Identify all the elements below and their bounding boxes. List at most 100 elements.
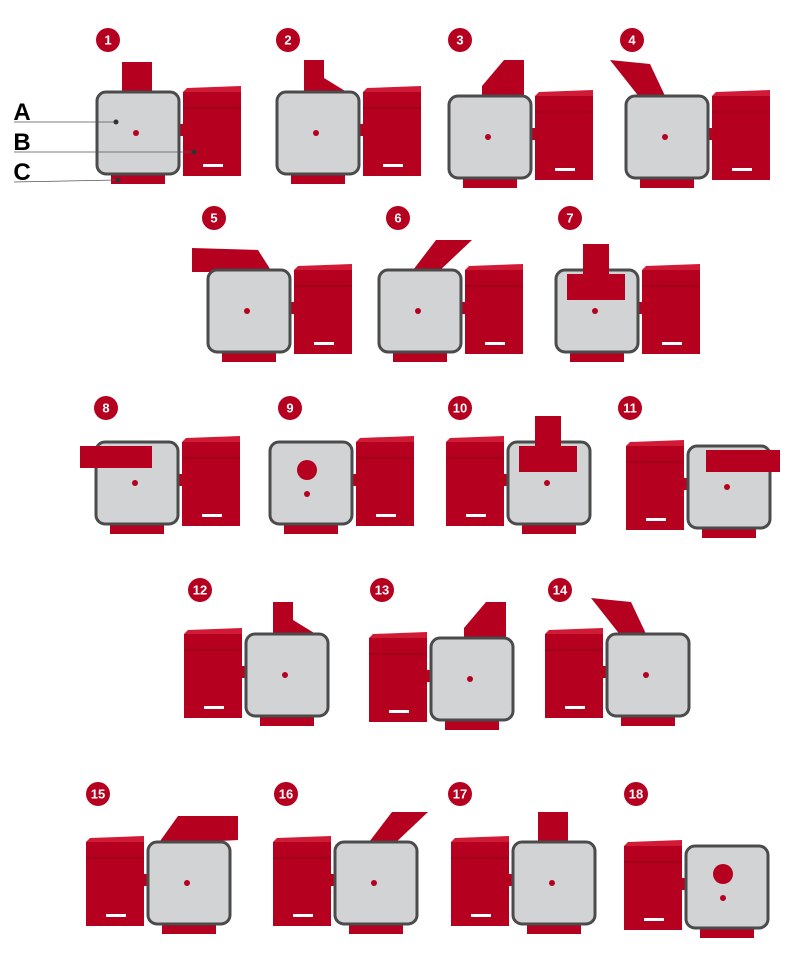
- variant-badge: [276, 28, 300, 52]
- pump-variant-7: 7: [554, 206, 700, 362]
- terminal-box-top: [626, 440, 684, 446]
- outlet-pipe: [591, 598, 647, 636]
- outlet-pipe: [464, 602, 506, 640]
- pump-variant-15: 15: [86, 782, 238, 934]
- terminal-box-cap: [626, 446, 684, 462]
- terminal-box-top: [86, 836, 144, 842]
- terminal-box-top: [356, 436, 414, 442]
- terminal-box-label-slot: [644, 918, 664, 921]
- legend-letter: A: [13, 99, 30, 126]
- pump-variant-17: 17: [448, 782, 597, 934]
- terminal-box-top: [294, 264, 352, 270]
- outlet-pipe: [482, 60, 524, 98]
- variant-number: 16: [279, 787, 293, 802]
- outlet-pipe-base: [519, 446, 577, 472]
- terminal-box-top: [273, 836, 331, 842]
- variant-badge: [624, 782, 648, 806]
- variant-number: 2: [284, 33, 291, 48]
- terminal-box-label-slot: [202, 514, 222, 517]
- terminal-box-top: [183, 86, 241, 92]
- terminal-box-label-slot: [555, 168, 575, 171]
- variant-number: 7: [566, 211, 573, 226]
- pump-variant-18: 18: [624, 782, 770, 938]
- terminal-box-top: [545, 628, 603, 634]
- terminal-box-cap: [369, 638, 427, 654]
- terminal-box-cap: [446, 442, 504, 458]
- variant-badge: [448, 396, 472, 420]
- variant-number: 5: [210, 211, 217, 226]
- terminal-box-cap: [273, 842, 331, 858]
- terminal-box-top: [535, 90, 593, 96]
- terminal-box-label-slot: [485, 342, 505, 345]
- outlet-pipe-base: [567, 274, 625, 300]
- variant-badge: [86, 782, 110, 806]
- legend-leader-line: [13, 179, 119, 183]
- variant-badge: [386, 206, 410, 230]
- terminal-box-label-slot: [293, 914, 313, 917]
- legend-marker: [115, 177, 121, 183]
- center-dot: [720, 895, 726, 901]
- outlet-pipe: [538, 812, 568, 846]
- variant-badge: [278, 396, 302, 420]
- center-dot: [282, 672, 288, 678]
- outlet-pipe: [304, 60, 350, 94]
- terminal-connector: [636, 302, 646, 314]
- terminal-box-top: [182, 436, 240, 442]
- terminal-box-label-slot: [471, 914, 491, 917]
- pump-variant-14: 14: [545, 578, 691, 726]
- terminal-box-cap: [465, 270, 523, 286]
- variant-badge: [188, 578, 212, 602]
- center-dot: [643, 672, 649, 678]
- variant-number: 8: [102, 401, 109, 416]
- legend-marker: [113, 119, 119, 125]
- terminal-box-top: [369, 632, 427, 638]
- legend-B: B: [13, 129, 197, 156]
- terminal-connector: [177, 124, 187, 136]
- terminal-box-label-slot: [646, 518, 666, 521]
- legend-A: A: [13, 99, 119, 126]
- round-outlet: [297, 460, 317, 480]
- center-dot: [304, 491, 310, 497]
- terminal-connector: [288, 302, 298, 314]
- variant-number: 11: [623, 401, 637, 416]
- terminal-box-cap: [86, 842, 144, 858]
- outlet-pipe: [706, 450, 780, 472]
- terminal-box-label-slot: [565, 706, 585, 709]
- terminal-box-label-slot: [662, 342, 682, 345]
- terminal-box-label-slot: [314, 342, 334, 345]
- center-dot: [184, 880, 190, 886]
- terminal-box-top: [465, 264, 523, 270]
- variant-badge: [274, 782, 298, 806]
- pump-body: [268, 440, 354, 526]
- pump-variant-10: 10: [446, 396, 592, 534]
- variant-number: 10: [453, 401, 467, 416]
- pump-variant-5: 5: [192, 206, 352, 362]
- terminal-box-cap: [182, 442, 240, 458]
- variant-number: 9: [286, 401, 293, 416]
- outlet-pipe: [610, 60, 666, 98]
- pump-variant-2: 2: [275, 28, 421, 184]
- terminal-box-label-slot: [376, 514, 396, 517]
- center-dot: [544, 480, 550, 486]
- center-dot: [244, 308, 250, 314]
- center-dot: [371, 880, 377, 886]
- center-dot: [313, 130, 319, 136]
- legend-letter: C: [13, 159, 30, 186]
- terminal-connector: [350, 474, 360, 486]
- pump-variant-9: 9: [268, 396, 414, 534]
- outlet-pipe-neck: [535, 416, 561, 446]
- variant-number: 13: [375, 583, 389, 598]
- variant-number: 1: [104, 33, 111, 48]
- terminal-box-label-slot: [204, 706, 224, 709]
- outlet-pipe-neck: [583, 244, 609, 274]
- pump-variant-6: 6: [377, 206, 523, 362]
- terminal-box-top: [363, 86, 421, 92]
- terminal-connector: [357, 124, 367, 136]
- terminal-box-label-slot: [732, 168, 752, 171]
- variant-badge: [618, 396, 642, 420]
- center-dot: [549, 880, 555, 886]
- legend-letter: B: [13, 129, 30, 156]
- variant-badge: [558, 206, 582, 230]
